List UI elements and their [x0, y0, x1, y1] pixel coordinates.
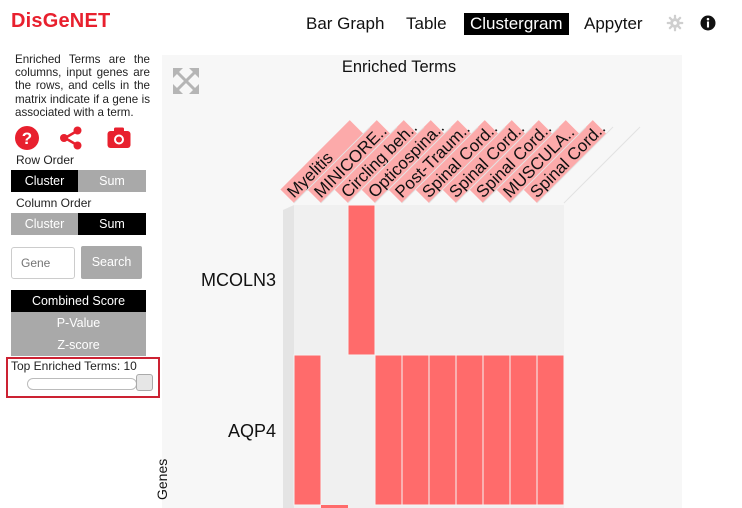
brand-logo[interactable]: DisGeNET — [11, 10, 111, 32]
term-label-background — [442, 120, 526, 203]
column-guide — [509, 126, 587, 204]
column-order-cluster-button[interactable]: Cluster — [11, 213, 78, 235]
clustergram-title: Enriched Terms — [341, 58, 457, 76]
matrix-cell[interactable] — [374, 354, 403, 506]
term-label-background — [469, 120, 553, 203]
row-dendrogram-shade — [283, 205, 294, 508]
svg-text:?: ? — [22, 129, 32, 148]
nav-bar-graph[interactable]: Bar Graph — [306, 14, 385, 33]
p-value-button[interactable]: P-Value — [11, 312, 146, 334]
matrix-cell[interactable] — [536, 354, 565, 506]
top-terms-label: Top Enriched Terms: 10 — [11, 359, 137, 373]
nav-appyter[interactable]: Appyter — [584, 14, 643, 33]
gene-label-mcoln3: MCOLN3 — [200, 270, 276, 290]
top-terms-highlight — [6, 357, 160, 398]
term-label-background — [307, 120, 391, 203]
column-guide — [455, 126, 533, 204]
matrix-cell[interactable] — [428, 354, 457, 506]
gene-search-input[interactable] — [11, 247, 75, 279]
term-label-background — [388, 120, 472, 203]
column-order-sum-button[interactable]: Sum — [78, 213, 146, 235]
gene-label-aqp4: AQP4 — [227, 421, 276, 441]
expand-icon[interactable] — [172, 67, 200, 95]
column-guide — [401, 126, 479, 204]
matrix-cell[interactable] — [482, 354, 511, 506]
matrix-cell-partial — [321, 505, 348, 508]
combined-score-button[interactable]: Combined Score — [11, 290, 146, 312]
row-order-label: Row Order — [16, 153, 75, 167]
matrix-cell[interactable] — [347, 204, 376, 356]
help-icon[interactable]: ? — [14, 125, 40, 151]
term-label-background — [361, 120, 445, 203]
matrix-cell[interactable] — [293, 354, 322, 506]
column-order-label: Column Order — [16, 196, 92, 210]
column-guide — [374, 126, 452, 204]
nav-clustergram[interactable]: Clustergram — [464, 13, 569, 35]
genes-axis-label: Genes — [154, 458, 170, 500]
matrix-cell[interactable] — [455, 354, 484, 506]
nav-table[interactable]: Table — [406, 14, 447, 33]
info-icon[interactable] — [699, 14, 717, 32]
column-guide — [293, 126, 371, 204]
column-guide — [536, 126, 614, 204]
matrix-cell[interactable] — [509, 354, 538, 506]
gear-icon[interactable] — [666, 14, 684, 32]
column-guide — [563, 126, 641, 204]
column-guide — [320, 126, 398, 204]
share-icon[interactable] — [58, 125, 84, 151]
gene-search-button[interactable]: Search — [81, 246, 142, 279]
column-guide — [482, 126, 560, 204]
column-guide — [347, 126, 425, 204]
matrix-cell[interactable] — [401, 354, 430, 506]
term-label-background — [280, 120, 364, 203]
term-label-background — [523, 120, 607, 203]
z-score-button[interactable]: Z-score — [11, 334, 146, 356]
column-guide — [428, 126, 506, 204]
term-label-background — [415, 120, 499, 203]
term-label-background — [496, 120, 580, 203]
row-order-sum-button[interactable]: Sum — [78, 170, 146, 192]
top-terms-slider-handle[interactable] — [136, 374, 153, 391]
term-label-background — [334, 120, 418, 203]
row-order-cluster-button[interactable]: Cluster — [11, 170, 78, 192]
camera-icon[interactable] — [106, 125, 132, 151]
sidebar-description: Enriched Terms are the columns, input ge… — [15, 53, 150, 119]
